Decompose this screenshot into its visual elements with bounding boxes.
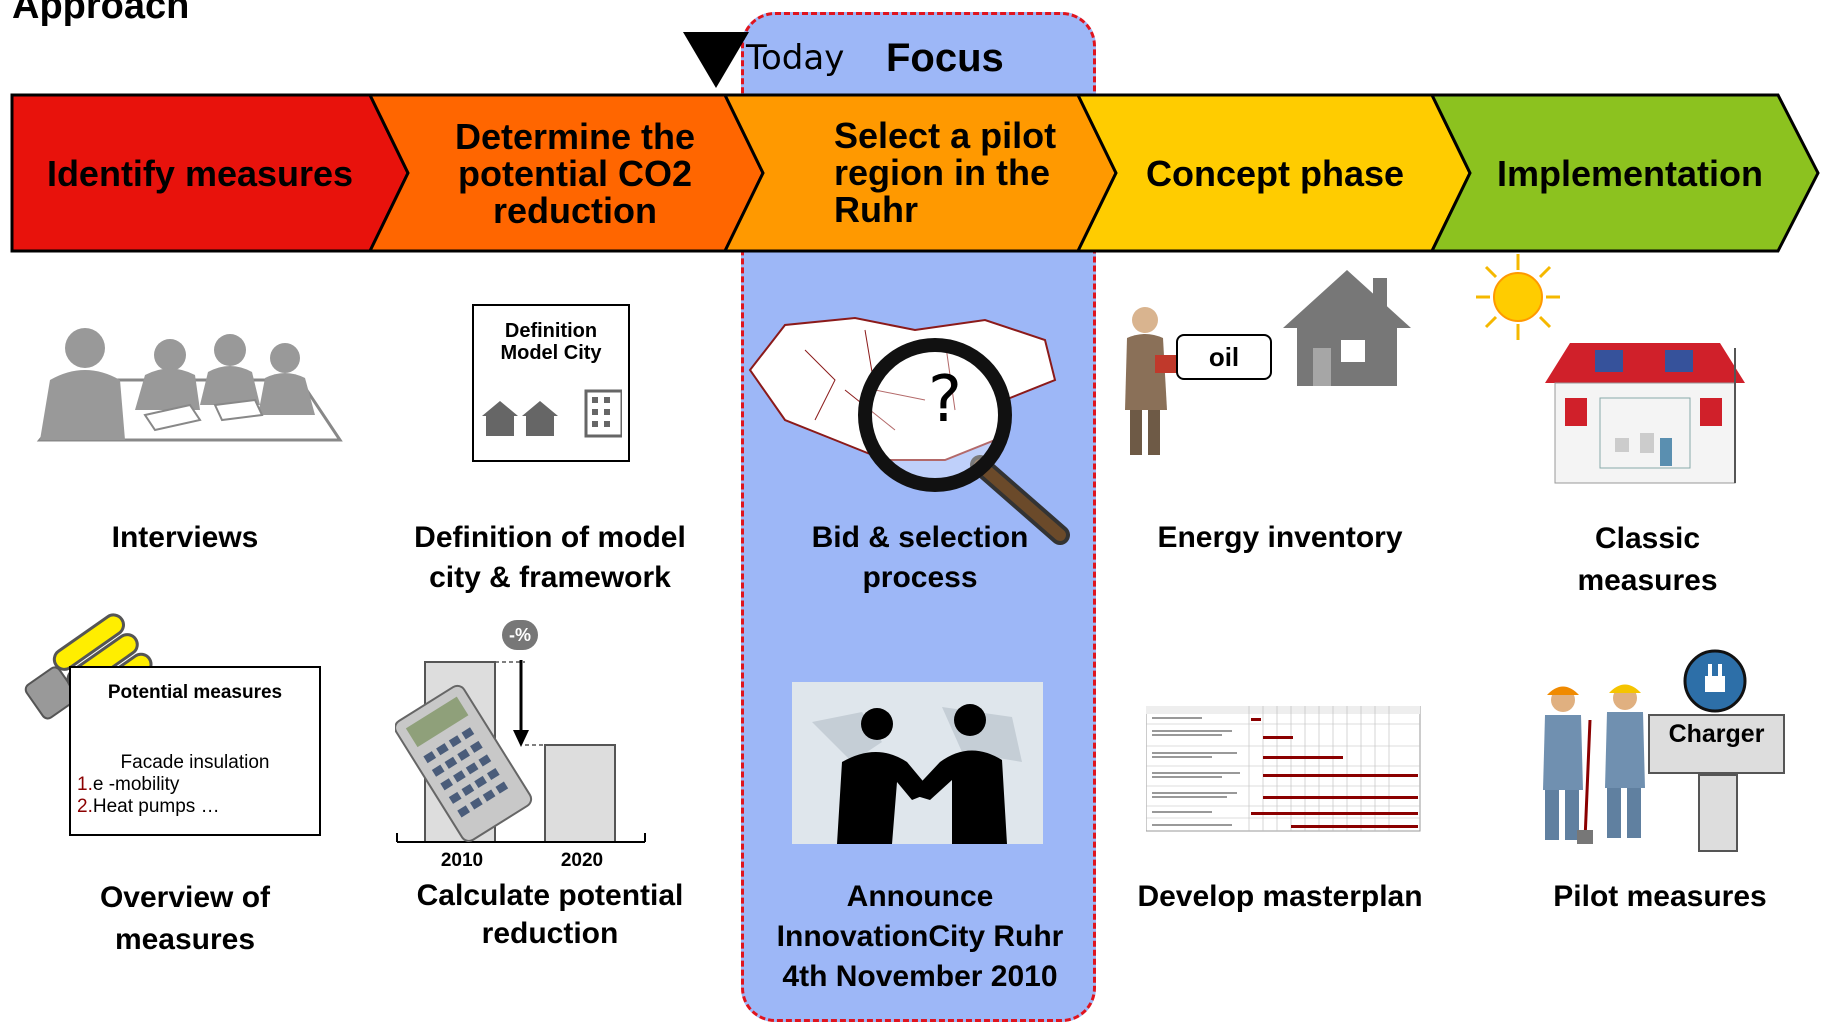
caption-classic-measures: Classic measures (1577, 522, 1718, 597)
phase-label-1: Identify measures (46, 152, 354, 194)
phase-chevron-5 (1429, 93, 1820, 253)
phase-label-4: Concept phase (1145, 152, 1405, 194)
caption-overview-measures: Overview of measures (99, 881, 271, 956)
caption-definition-model-city: Definition of model city & framework (414, 521, 686, 594)
charger-sign: Charger (1648, 714, 1785, 774)
year-2020-label: 2020 (560, 850, 604, 871)
definition-box-label: Definition Model City (500, 320, 602, 364)
year-2010-label: 2010 (440, 850, 484, 871)
oil-speech-bubble: oil (1176, 334, 1272, 380)
masterplan-gantt-icon (1146, 706, 1421, 832)
caption-bid-selection: Bid & selection process (811, 521, 1029, 594)
plug-icon (1683, 649, 1747, 713)
item2-text: Heat pumps … (92, 796, 220, 817)
phase-label-5: Implementation (1496, 152, 1764, 194)
caption-pilot-measures: Pilot measures (1553, 880, 1767, 913)
focus-label: Focus (886, 36, 1004, 80)
energy-house-icon (1545, 343, 1745, 484)
caption-energy-inventory: Energy inventory (1157, 521, 1403, 554)
house-icon (1283, 270, 1411, 386)
meeting-people-icon (36, 328, 343, 442)
potential-measures-title: Potential measures (107, 682, 283, 703)
businessman-icon (1125, 307, 1183, 455)
potential-measures-line1: Facade insulation (120, 752, 270, 773)
caption-calculate-reduction: Calculate potential reduction (416, 879, 684, 950)
region-map-magnifier-icon (748, 316, 1070, 545)
workers-icon (1543, 684, 1645, 844)
potential-measures-item1: 1.e -mobility (77, 774, 179, 796)
today-label: Today (746, 38, 845, 78)
phase-label-3: Select a pilot region in the Ruhr (834, 114, 1057, 230)
caption-develop-masterplan: Develop masterplan (1137, 880, 1423, 913)
charger-post (1698, 774, 1738, 852)
reduction-chart-icon (395, 660, 646, 843)
magnifier-question-mark: ? (928, 363, 962, 437)
phase-label-2: Determine the potential CO2 reduction (454, 115, 696, 231)
today-marker-triangle (683, 32, 749, 88)
page-title: Approach (12, 0, 190, 27)
phase-arrow (10, 93, 1820, 253)
caption-announce-innovationcity: Announce InnovationCity Ruhr 4th Novembe… (776, 880, 1064, 993)
houses-icon (482, 389, 622, 438)
handshake-image (792, 682, 1043, 844)
percent-reduction-badge: -% (502, 620, 538, 650)
sun-icon (1476, 254, 1560, 340)
definition-model-city-box: Definition Model City (472, 304, 630, 462)
potential-measures-box: Potential measures Facade insulation 1.e… (69, 666, 321, 836)
caption-interviews: Interviews (111, 521, 259, 554)
item1-text: e -mobility (92, 774, 180, 795)
potential-measures-item2: 2.Heat pumps … (77, 796, 220, 818)
item2-number: 2. (77, 796, 93, 817)
item1-number: 1. (77, 774, 93, 795)
